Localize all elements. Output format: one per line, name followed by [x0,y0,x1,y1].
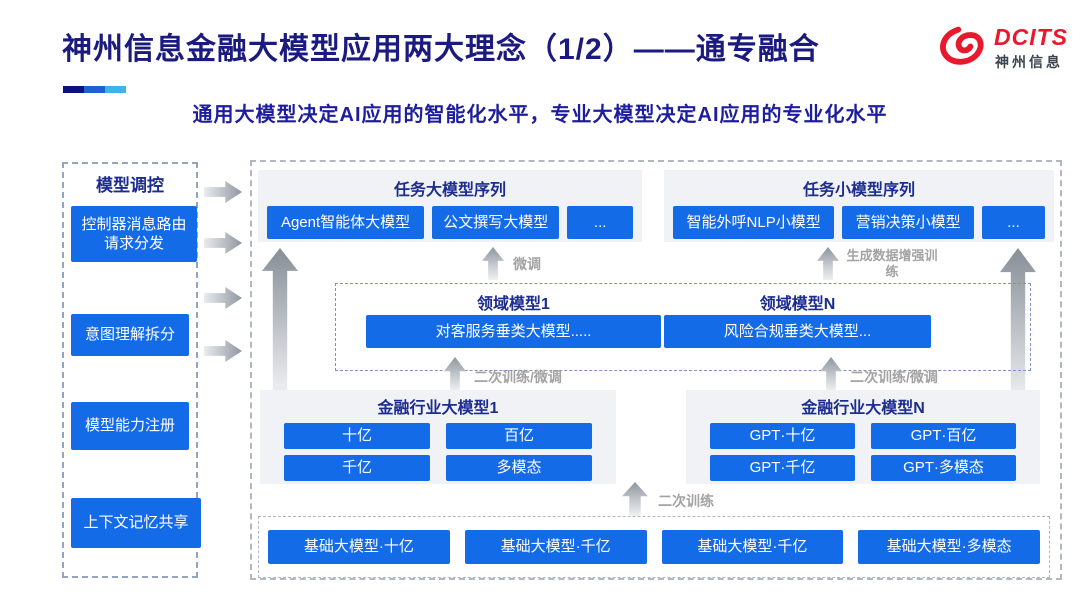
model-box: ... [982,206,1045,239]
model-box: 十亿 [284,423,430,449]
sidebar-item-intent: 意图理解拆分 [71,314,189,356]
arrow-label-augment: 生成数据增强训练 [846,248,938,280]
arrow-label-retrain-right: 二次训练/微调 [850,369,938,385]
right-arrow-icon [204,340,242,362]
model-box: 智能外呼NLP小模型 [673,206,835,239]
sidebar-item-router: 控制器消息路由请求分发 [71,206,197,262]
model-box: 百亿 [446,423,592,449]
model-box: 风险合规垂类大模型... [664,315,931,348]
right-arrow-icon [204,181,242,203]
group-title: 金融行业大模型N [801,400,925,417]
base-model-container: 基础大模型·十亿 基础大模型·千亿 基础大模型·千亿 基础大模型·多模态 [258,516,1050,578]
model-control-panel: 模型调控 控制器消息路由请求分发 意图理解拆分 模型能力注册 上下文记忆共享 [62,162,201,578]
group-title: 领域模型N [759,296,836,313]
arrow-label-finetune: 微调 [513,256,541,272]
arrow-label-retrain-base: 二次训练 [658,493,714,509]
sidebar-item-context: 上下文记忆共享 [71,498,201,548]
task-large-model-group: 任务大模型序列 Agent智能体大模型 公文撰写大模型 ... [258,170,642,242]
model-box: 基础大模型·多模态 [858,530,1040,564]
logo-company-text: 神州信息 [995,54,1063,70]
logo-brand-text: DCITS [994,24,1068,50]
model-box: ... [567,206,633,239]
model-box: Agent智能体大模型 [267,206,425,239]
sidebar-item-register: 模型能力注册 [71,402,189,450]
model-box: 千亿 [284,455,430,481]
subtitle: 通用大模型决定AI应用的智能化水平，专业大模型决定AI应用的专业化水平 [192,104,888,126]
group-title: 领域模型1 [477,296,550,313]
group-title: 任务大模型序列 [393,182,506,199]
model-box: 营销决策小模型 [842,206,975,239]
model-box: GPT·多模态 [871,455,1016,481]
model-box: GPT·百亿 [871,423,1016,449]
accent-bar [63,86,126,93]
model-box: GPT·千亿 [710,455,855,481]
model-box: 对客服务垂类大模型..... [366,315,661,348]
domain-model-container: 领域模型1 对客服务垂类大模型..... 领域模型N 风险合规垂类大模型... [335,283,1031,371]
group-title: 任务小模型序列 [802,182,915,199]
task-small-model-group: 任务小模型序列 智能外呼NLP小模型 营销决策小模型 ... [664,170,1054,242]
dcits-logo-icon [940,26,984,65]
right-arrow-icon [204,287,242,309]
dcits-logo: DCITS 神州信息 [936,18,1072,80]
industry-model-group-1: 金融行业大模型1 十亿 百亿 千亿 多模态 [260,390,616,484]
right-arrow-icon [204,232,242,254]
page-title: 神州信息金融大模型应用两大理念（1/2）——通专融合 [62,33,820,66]
model-box: 公文撰写大模型 [432,206,560,239]
model-box: 基础大模型·十亿 [268,530,450,564]
model-box: 多模态 [446,455,592,481]
model-box: GPT·十亿 [710,423,855,449]
arrow-label-retrain-left: 二次训练/微调 [474,369,562,385]
model-box: 基础大模型·千亿 [464,530,647,564]
industry-model-group-n: 金融行业大模型N GPT·十亿 GPT·百亿 GPT·千亿 GPT·多模态 [686,390,1040,484]
diagram-container [250,160,1062,580]
sidebar-title: 模型调控 [96,176,164,195]
model-box: 基础大模型·千亿 [661,530,844,564]
group-title: 金融行业大模型1 [377,400,499,417]
